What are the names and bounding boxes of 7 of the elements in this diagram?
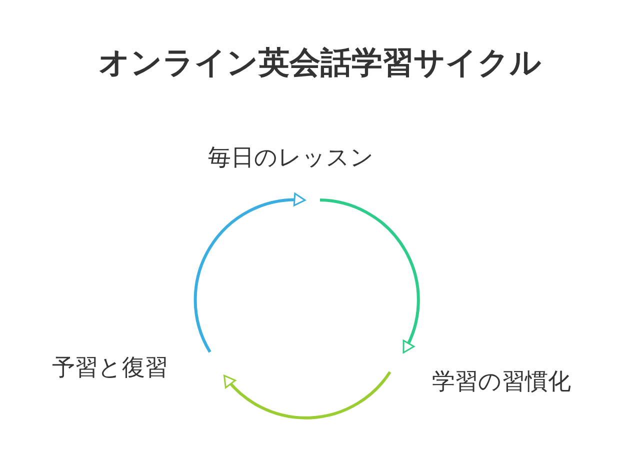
step-label: 学習の習慣化: [432, 366, 571, 397]
curved-arrow: [194, 193, 306, 353]
step-label: 予習と復習: [52, 352, 168, 383]
step-label: 毎日のレッスン: [208, 142, 374, 173]
curved-arrow: [223, 371, 392, 420]
curved-arrow: [320, 198, 420, 354]
title: オンライン英会話学習サイクル: [98, 44, 542, 83]
